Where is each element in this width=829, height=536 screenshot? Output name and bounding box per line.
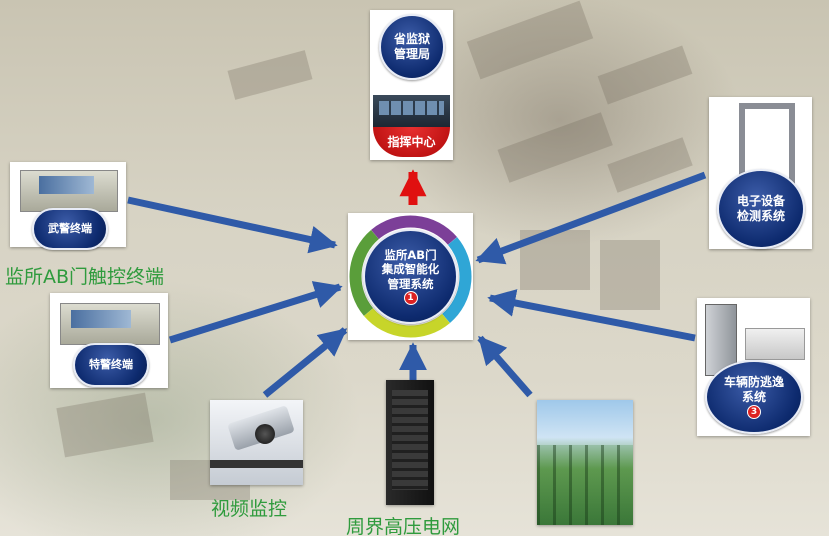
arrow-special xyxy=(168,281,343,344)
touch-terminal-caption: 监所AB门触控终端 xyxy=(5,266,165,288)
special-terminal-device-image xyxy=(60,303,160,345)
electronic-detection-card: 电子设备 检测系统 xyxy=(709,97,812,249)
arrow-video xyxy=(262,327,348,398)
province-label: 省监狱 管理局 xyxy=(393,32,430,61)
arrow-electronic xyxy=(475,171,707,265)
armed-terminal-device-image xyxy=(20,170,118,212)
armed-terminal-card: 武警终端 xyxy=(10,162,126,250)
command-card: 省监狱 管理局 指挥中心 xyxy=(370,10,453,160)
armed-disc: 武警终端 xyxy=(32,208,108,250)
armed-label: 武警终端 xyxy=(48,222,92,236)
center-label: 监所AB门 集成智能化 管理系统 xyxy=(381,247,440,291)
perimeter-caption: 周界高压电网 xyxy=(346,516,461,536)
electronic-label: 电子设备 检测系统 xyxy=(736,194,785,223)
vehicle-badge: 3 xyxy=(747,405,761,419)
command-screen-image xyxy=(373,95,450,127)
metal-detector-gate-image xyxy=(739,103,795,199)
center-card: 监所AB门 集成智能化 管理系统 1 xyxy=(348,213,473,340)
camera-lens-image xyxy=(255,424,275,444)
province-disc: 省监狱 管理局 xyxy=(379,14,445,80)
fence-photo-card xyxy=(537,400,633,525)
arrow-fence xyxy=(477,335,533,398)
arrow-vehicle xyxy=(487,289,696,342)
special-label: 特警终端 xyxy=(89,358,133,372)
command-label: 指挥中心 xyxy=(387,135,436,149)
arrow-armed xyxy=(127,196,338,254)
center-disc: 监所AB门 集成智能化 管理系统 1 xyxy=(363,229,458,324)
perimeter-cabinet-card xyxy=(386,380,434,505)
vehicle-disc: 车辆防逃逸 系统 3 xyxy=(705,360,803,434)
video-camera-card xyxy=(210,400,303,485)
vehicle-system-card: 车辆防逃逸 系统 3 xyxy=(697,298,810,436)
video-caption: 视频监控 xyxy=(211,498,288,520)
center-ring-icon xyxy=(349,215,472,338)
vehicle-cabinet-image xyxy=(705,304,737,376)
vehicle-scene-image xyxy=(745,328,805,360)
vehicle-label: 车辆防逃逸 系统 xyxy=(723,375,784,404)
electronic-disc: 电子设备 检测系统 xyxy=(717,169,805,249)
command-bar: 指挥中心 xyxy=(373,127,450,157)
special-terminal-card: 特警终端 xyxy=(50,293,168,388)
center-badge: 1 xyxy=(403,291,418,306)
special-disc: 特警终端 xyxy=(73,343,149,387)
